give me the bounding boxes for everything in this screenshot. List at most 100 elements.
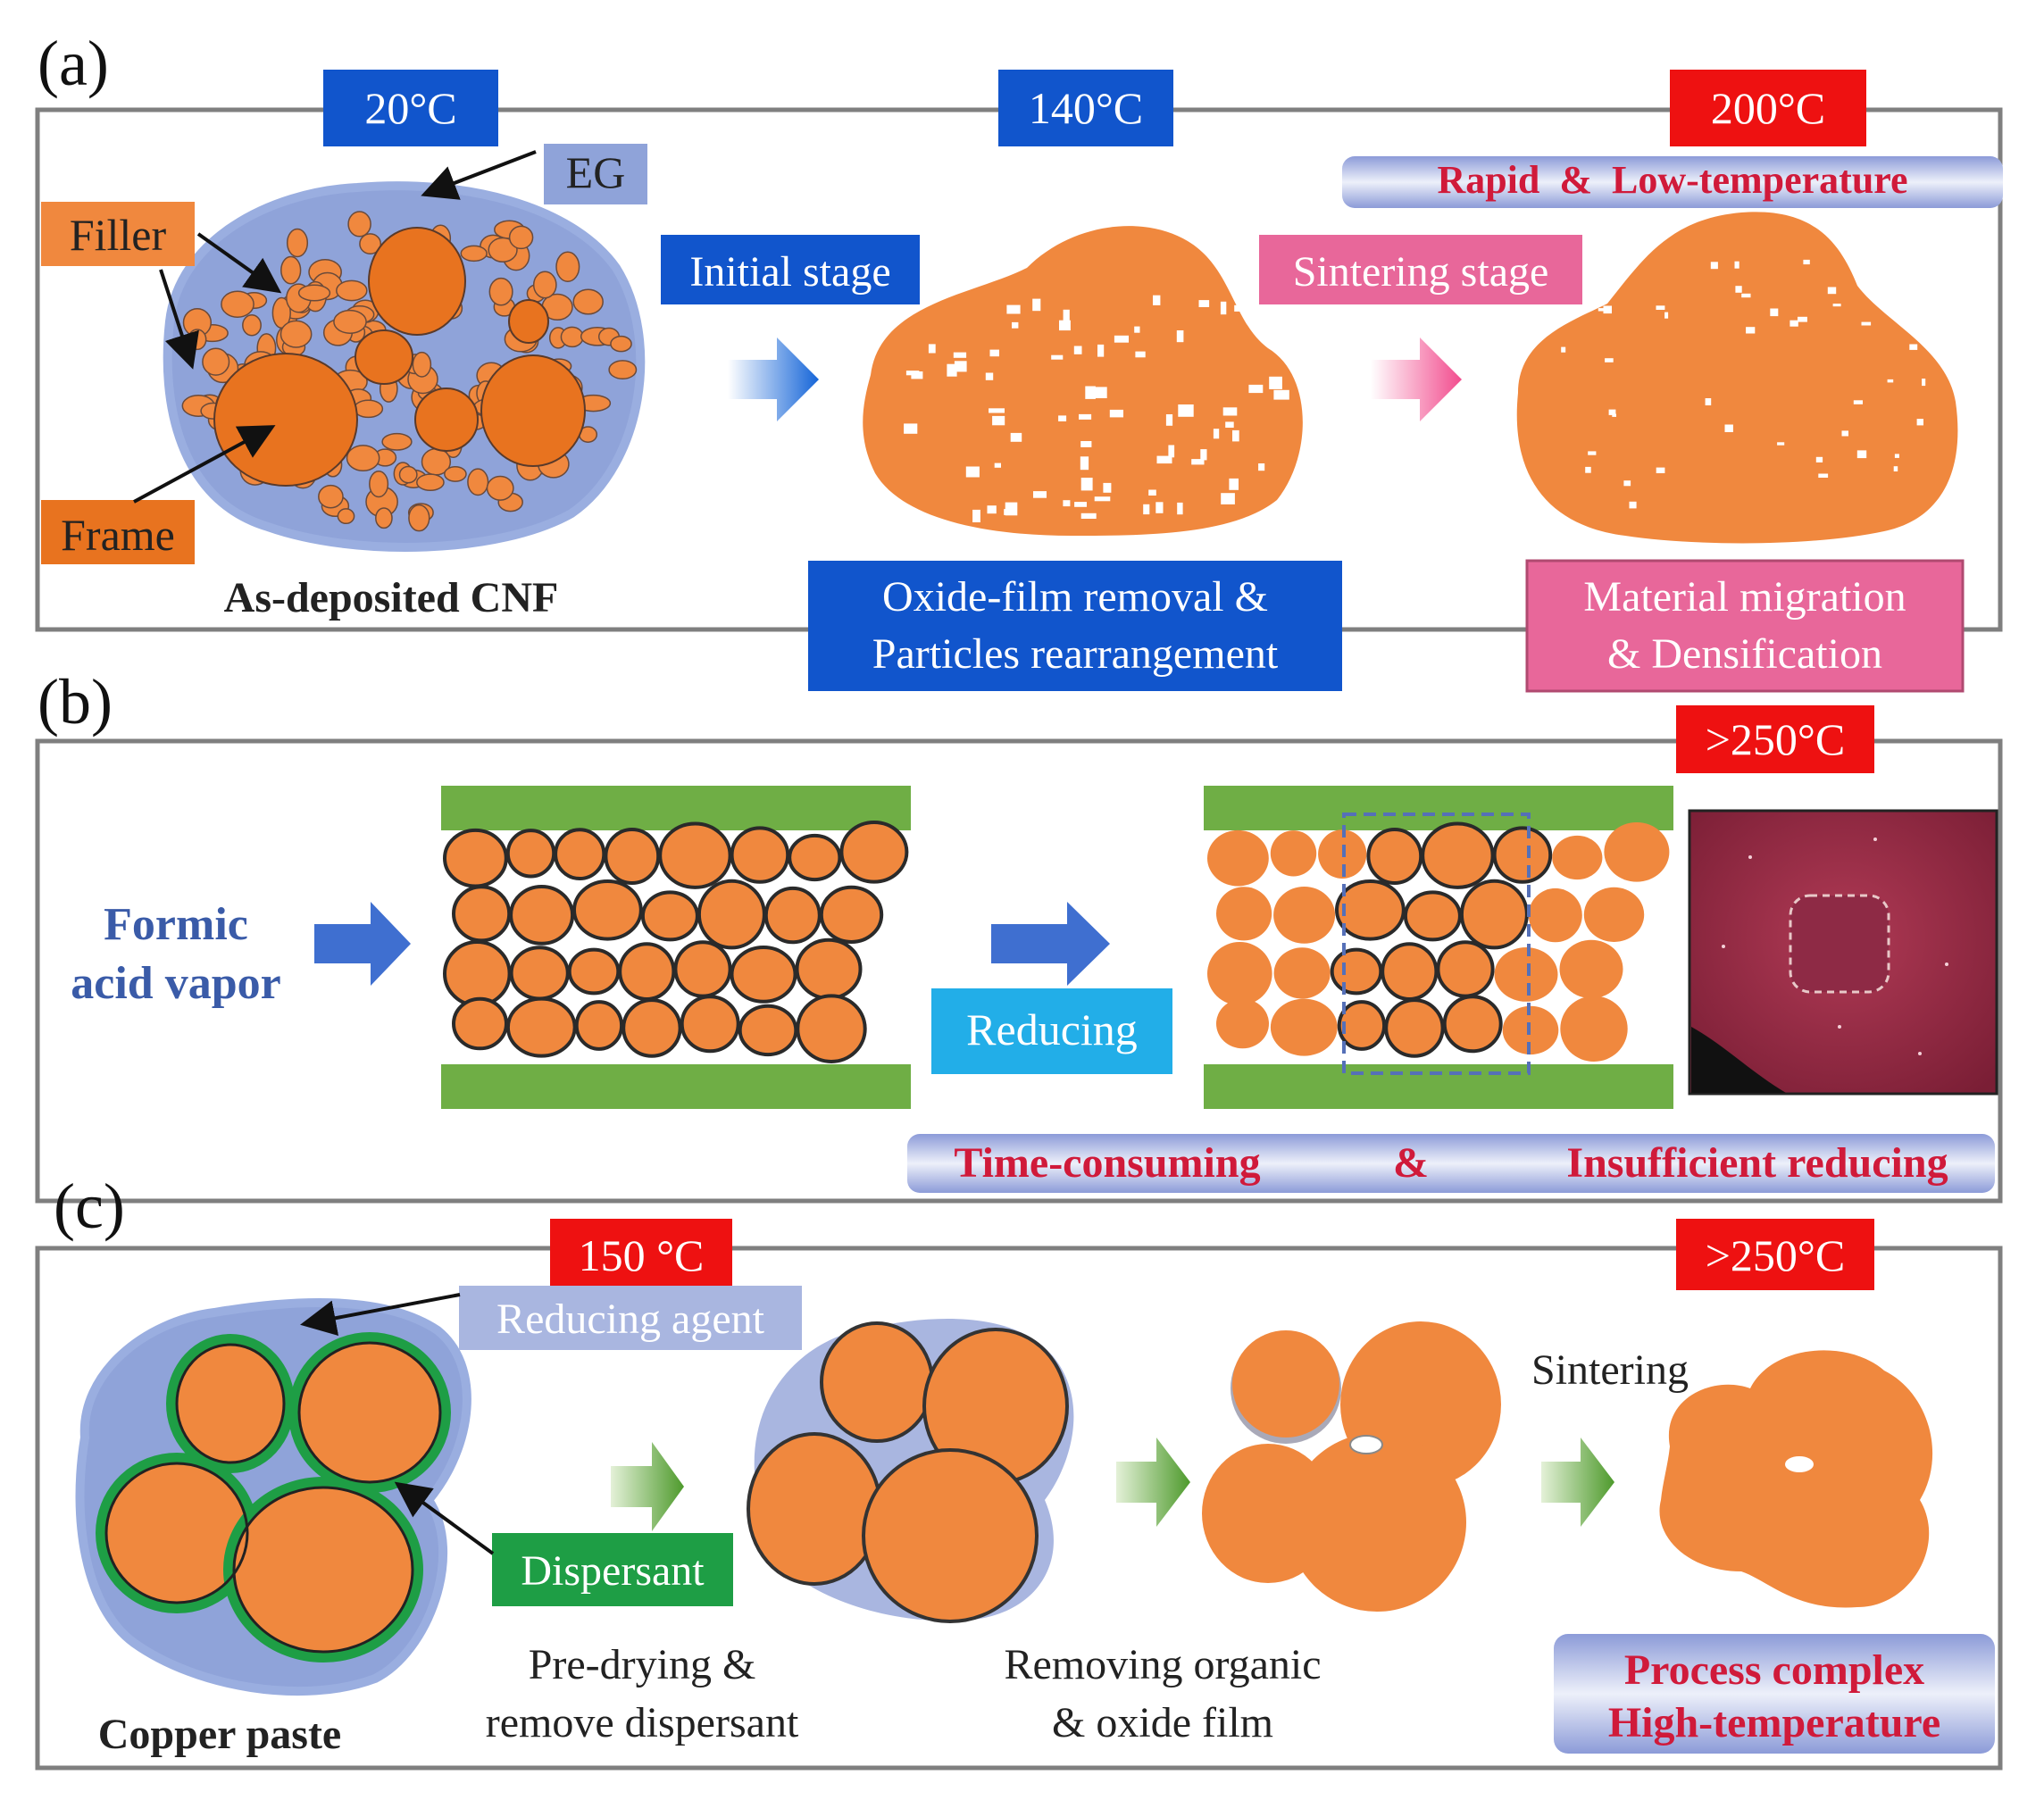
- dispersant-label: Dispersant: [521, 1547, 705, 1595]
- panel-c-frame: [35, 1246, 2003, 1771]
- filler-particle: [555, 251, 580, 283]
- svg-text:150 °C: 150 °C: [579, 1230, 705, 1280]
- copper-particle: [1492, 826, 1553, 884]
- pore: [953, 352, 967, 358]
- sintered-body: [1659, 1350, 1933, 1608]
- pore: [1168, 445, 1175, 458]
- pore: [989, 408, 1005, 413]
- frame-pointer: [133, 425, 276, 504]
- filler-particle: [346, 445, 380, 472]
- sintering-arrow: [1541, 1438, 1614, 1527]
- eg-pointer: [421, 150, 537, 200]
- pore: [1735, 286, 1742, 293]
- copper-particle: [1337, 1000, 1387, 1051]
- filler-particle: [608, 360, 638, 380]
- pore: [1894, 310, 1904, 317]
- filler-particle: [408, 504, 430, 532]
- pore: [1094, 496, 1111, 502]
- copper-paste-caption: Copper paste: [98, 1711, 341, 1758]
- copper-particle: [1335, 879, 1406, 941]
- pore: [1585, 466, 1591, 473]
- pore: [1200, 449, 1207, 461]
- pore: [1724, 424, 1733, 432]
- remove-organic-line1: Removing organic: [1004, 1641, 1321, 1688]
- drawback-b-left: Time-consuming: [954, 1139, 1260, 1187]
- left-bottom-plate: [441, 1064, 911, 1109]
- copper-particle: [618, 942, 676, 1001]
- pore: [904, 423, 918, 434]
- copper-particle: [1552, 835, 1603, 880]
- pore: [1710, 262, 1718, 270]
- filler-particle: [337, 508, 355, 525]
- copper-particle: [1207, 829, 1269, 887]
- pore: [1148, 489, 1156, 496]
- filler-label: Filler: [70, 210, 167, 260]
- pore: [1853, 400, 1863, 404]
- cnf-caption: As-deposited CNF: [224, 574, 559, 621]
- pore: [1080, 478, 1093, 491]
- filler-particle: [467, 468, 489, 496]
- svg-text:140°C: 140°C: [1029, 83, 1143, 133]
- pore: [1612, 413, 1616, 417]
- pore: [1273, 389, 1289, 400]
- panel-c-temp-250: >250°C: [1676, 1219, 1874, 1290]
- pore: [1177, 502, 1183, 515]
- pore: [1010, 432, 1022, 442]
- desc-200c-box: [1525, 559, 1965, 693]
- filler-particle: [221, 290, 254, 318]
- reducing-box: [931, 988, 1172, 1074]
- copper-particle: [640, 890, 699, 942]
- filler-pointer-2: [159, 269, 199, 370]
- pore: [1213, 429, 1220, 439]
- copper-particle: [1560, 996, 1628, 1062]
- filler-particle: [460, 245, 488, 262]
- pore: [1922, 379, 1926, 387]
- filler-particle: [286, 228, 309, 258]
- cluster-140c: [863, 226, 1303, 536]
- pore: [1079, 413, 1092, 420]
- pore: [1220, 301, 1227, 315]
- pore: [1063, 309, 1070, 322]
- copper-particle: [1330, 947, 1383, 996]
- pore: [1012, 321, 1019, 329]
- pore: [1198, 300, 1210, 307]
- desc-200c-line1: Material migration: [1583, 573, 1906, 621]
- filler-particle: [572, 288, 604, 315]
- copper-particle: [795, 938, 863, 1001]
- pore: [1770, 308, 1779, 317]
- copper-particle: [1384, 998, 1445, 1058]
- filler-pointer-1: [196, 232, 282, 294]
- rapid-low-temp-label: Rapid & Low-temperature: [1437, 158, 1907, 202]
- pore: [1109, 409, 1123, 418]
- pore: [1861, 321, 1872, 326]
- filler-particle: [486, 475, 514, 501]
- predry-line1: Pre-drying &: [529, 1641, 756, 1688]
- cluster-200c-pores: [1561, 259, 1926, 509]
- copper-particle: [1528, 888, 1582, 943]
- pore: [1803, 259, 1810, 265]
- pore: [985, 372, 994, 380]
- drawback-c-pill: [1554, 1634, 1995, 1754]
- copper-particle: [1207, 942, 1272, 1005]
- filler-particle: [369, 470, 389, 498]
- pore: [1176, 330, 1184, 343]
- copper-particle: [819, 885, 884, 945]
- copper-particle: [738, 1004, 798, 1057]
- dispersant-pointer: [394, 1481, 495, 1555]
- filler-particle: [488, 237, 518, 263]
- filler-particle: [375, 507, 393, 529]
- filler-particle: [398, 465, 418, 484]
- pore: [1918, 332, 1923, 337]
- pore: [1135, 351, 1146, 358]
- svg-text:200°C: 200°C: [1711, 83, 1825, 133]
- filler-particle: [381, 432, 413, 451]
- pore: [1832, 304, 1841, 307]
- copper-particle: [1583, 887, 1645, 942]
- copper-particle: [622, 998, 682, 1058]
- sintering-stage-box: [1259, 235, 1582, 304]
- copper-particle: [1273, 887, 1336, 944]
- filler-particle: [508, 225, 534, 250]
- pore: [1006, 304, 1021, 314]
- pore: [1266, 312, 1281, 319]
- panel-a-temp-140: 140°C: [998, 70, 1173, 146]
